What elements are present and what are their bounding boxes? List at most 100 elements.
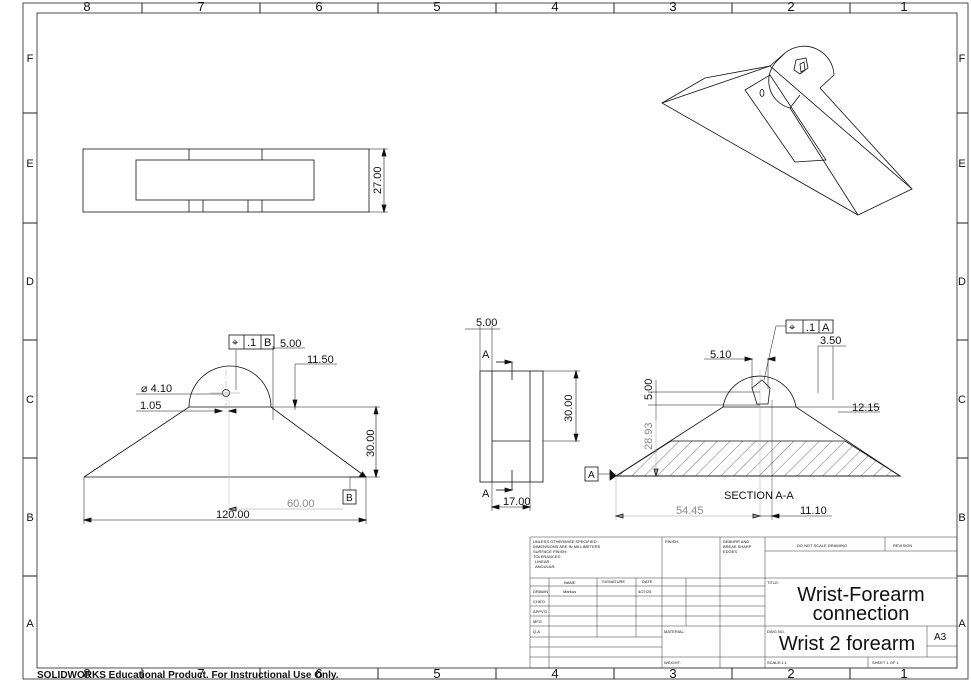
col-label-top-8: 8 <box>83 0 90 14</box>
deburr-line-1: DEBURR AND <box>723 539 749 544</box>
title-label: TITLE: <box>767 580 779 585</box>
front-dim-1-05: 1.05 <box>140 400 161 412</box>
note-line-1: UNLESS OTHERWISE SPECIFIED: <box>533 539 598 544</box>
front-datum-b: B <box>346 493 353 504</box>
col-label-bottom-8: 8 <box>83 666 90 681</box>
col-label-bottom-4: 4 <box>551 666 558 681</box>
sheet-label: SHEET 1 OF 1 <box>872 660 899 665</box>
side-dim-5: 5.00 <box>476 317 497 329</box>
front-view-gtol: ⌖ .1 B <box>232 337 271 349</box>
row-label-left-C: C <box>26 394 34 406</box>
title-block-notes: UNLESS OTHERWISE SPECIFIED: DIMENSIONS A… <box>533 539 912 665</box>
col-label-bottom-7: 7 <box>197 666 204 681</box>
top-view-dim-27: 27.00 <box>372 166 384 194</box>
row-label-left-E: E <box>26 158 33 170</box>
role-checked: CHK'D <box>533 599 545 604</box>
side-dim-30: 30.00 <box>563 394 575 422</box>
section-dim-12-15: 12.15 <box>852 402 880 414</box>
row-label-left-A: A <box>26 618 34 630</box>
row-label-right-C: C <box>958 394 966 406</box>
front-dim-30: 30.00 <box>365 429 377 457</box>
deburr-line-2: BREAK SHARP <box>723 544 752 549</box>
front-dim-diameter: ⌀ 4.10 <box>141 383 172 395</box>
note-line-5: LINEAR: <box>535 559 551 564</box>
section-label: SECTION A-A <box>724 490 794 502</box>
note-line-2: DIMENSIONS ARE IN MILLIMETERS <box>533 544 601 549</box>
front-gtol-tolerance: .1 <box>247 337 256 349</box>
section-dim-5-10: 5.10 <box>710 349 731 361</box>
side-dim-17: 17.00 <box>503 496 531 508</box>
col-label-top-6: 6 <box>315 0 322 14</box>
side-view <box>465 326 580 511</box>
role-approved: APPV'D <box>533 609 547 614</box>
front-dim-11-50: 11.50 <box>307 354 334 366</box>
row-label-left-B: B <box>26 512 33 524</box>
row-label-left-F: F <box>27 53 34 65</box>
col-label-top-4: 4 <box>551 0 558 14</box>
scale-label: SCALE:1:1 <box>767 660 788 665</box>
deburr-line-3: EDGES <box>723 549 737 554</box>
role-qa: Q.A <box>533 629 540 634</box>
dwg-no-label: DWG NO. <box>767 629 785 634</box>
weight-label: WEIGHT: <box>664 660 681 665</box>
col-label-bottom-1: 1 <box>900 666 907 681</box>
section-view-gtol: ⌖ .1 A <box>789 322 830 334</box>
top-view <box>82 147 388 214</box>
isometric-view <box>661 45 913 216</box>
sheet-size: A3 <box>934 632 947 643</box>
col-label-top-2: 2 <box>787 0 794 14</box>
front-dim-120: 120.00 <box>216 509 250 521</box>
drawing-number: Wrist 2 forearm <box>779 633 915 655</box>
row-label-right-E: E <box>958 158 965 170</box>
note-line-3: SURFACE FINISH: <box>533 549 567 554</box>
front-view <box>82 334 380 524</box>
revision-label: REVISION <box>893 543 912 548</box>
section-datum-a: A <box>588 470 595 481</box>
header-name: NAME <box>564 580 576 585</box>
sheet-border <box>22 2 969 680</box>
role-drawn: DRAWN <box>533 589 548 594</box>
drawn-name: Markus <box>563 589 576 594</box>
col-label-bottom-5: 5 <box>433 666 440 681</box>
section-dim-28-93: 28.93 <box>643 422 655 450</box>
front-gtol-datum: B <box>264 337 271 349</box>
col-label-top-1: 1 <box>900 0 907 14</box>
col-label-top-5: 5 <box>433 0 440 14</box>
row-label-right-F: F <box>959 53 966 65</box>
drawing-title-line-1: Wrist-Forearm <box>797 584 924 606</box>
col-label-bottom-2: 2 <box>787 666 794 681</box>
section-gtol-symbol: ⌖ <box>789 322 795 334</box>
front-dim-5: 5.00 <box>280 338 301 350</box>
section-gtol-tolerance: .1 <box>806 322 815 334</box>
section-dim-54-45: 54.45 <box>676 505 704 517</box>
role-mfg: MFG <box>533 619 542 624</box>
note-line-6: ANGULAR: <box>535 564 555 569</box>
drawn-date: 4/27/25 <box>638 589 652 594</box>
material-label: MATERIAL: <box>664 629 685 634</box>
note-line-4: TOLERANCES: <box>533 554 561 559</box>
col-label-top-7: 7 <box>197 0 204 14</box>
drawing-title-line-2: connection <box>813 603 910 625</box>
row-label-right-D: D <box>958 276 966 288</box>
section-dim-11-10: 11.10 <box>800 505 827 517</box>
front-gtol-symbol: ⌖ <box>232 337 238 349</box>
watermark: SOLIDWORKS Educational Product. For Inst… <box>37 670 339 681</box>
section-gtol-datum: A <box>822 322 830 334</box>
col-label-bottom-6: 6 <box>315 666 322 681</box>
do-not-scale-label: DO NOT SCALE DRAWING <box>797 543 847 548</box>
row-label-left-D: D <box>26 276 34 288</box>
section-dim-5: 5.00 <box>643 379 655 400</box>
side-section-arrow-top: A <box>482 349 490 361</box>
row-label-right-A: A <box>958 618 966 630</box>
section-dim-3-50: 3.50 <box>820 335 841 347</box>
title-block <box>529 536 958 669</box>
finish-label: FINISH: <box>665 539 679 544</box>
header-date: DATE <box>642 579 653 584</box>
front-dim-60: 60.00 <box>287 498 315 510</box>
side-section-arrow-bottom: A <box>482 488 490 500</box>
col-label-top-3: 3 <box>669 0 676 14</box>
col-label-bottom-3: 3 <box>669 666 676 681</box>
section-view <box>584 319 902 520</box>
header-signature: SIGNATURE <box>602 579 625 584</box>
